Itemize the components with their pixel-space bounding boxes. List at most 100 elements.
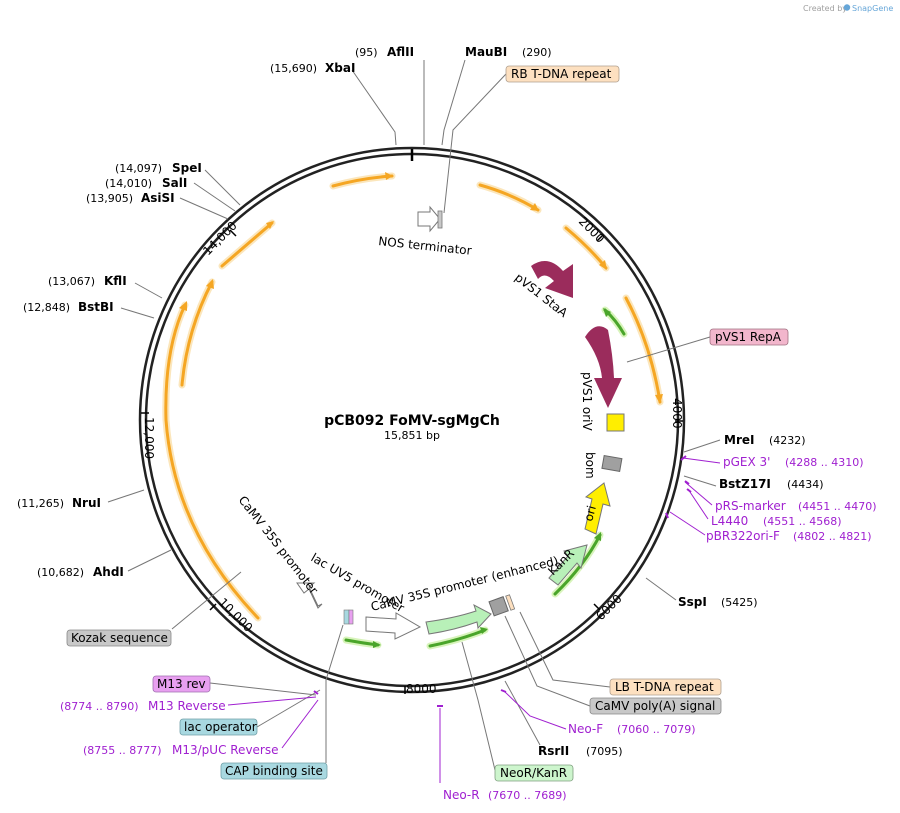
feature-box-bg <box>589 697 722 715</box>
primer-pos: (7670 .. 7689) <box>488 789 567 802</box>
leader-line <box>504 615 591 707</box>
lac-uv5-label: lac UV5 promoter <box>309 550 407 615</box>
camv35s-enhanced-arrow <box>425 603 492 635</box>
enzyme-pos: (290) <box>522 46 552 59</box>
enzyme-name: AflII <box>387 45 414 59</box>
orf-arrowhead-icon <box>385 172 393 180</box>
feature-box-neor-kanr: NeoR/KanR <box>494 764 574 782</box>
feature-box-bg <box>494 764 574 782</box>
leader-line <box>684 481 713 506</box>
tick-mark <box>593 603 601 611</box>
orf-arrowhead-icon <box>603 308 611 317</box>
primer-name: pRS-marker <box>715 499 786 513</box>
leader-line <box>645 577 677 601</box>
tick-label-8000: 8000 <box>406 682 437 696</box>
leader-line <box>256 689 321 728</box>
enzyme-name: BstZ17I <box>719 477 771 491</box>
feature-box-text: Kozak sequence <box>71 631 168 645</box>
snapgene-credit: Created by SnapGene <box>803 4 893 13</box>
enzyme-pos: (14,010) <box>105 177 152 190</box>
primer-name: M13/pUC Reverse <box>172 743 279 757</box>
feature-leaders <box>171 73 711 771</box>
tick-marks <box>141 229 683 694</box>
pvs1-oriv-block <box>606 413 625 432</box>
leader-line <box>683 475 717 487</box>
feature-box-text: lac operator <box>184 720 257 734</box>
enzyme-pos: (14,097) <box>115 162 162 175</box>
enzyme-name: SalI <box>162 176 187 190</box>
orf-arrowhead-icon <box>179 301 187 311</box>
orf-arc <box>162 301 262 622</box>
feature-box-bg <box>179 718 258 736</box>
leader-line <box>120 307 155 319</box>
enzyme-name: AhdI <box>93 565 124 579</box>
m13-rev-block <box>348 609 354 625</box>
feature-box-bg <box>220 762 328 780</box>
feature-box-cap-binding: CAP binding site <box>220 762 328 780</box>
enzyme-pos: (15,690) <box>270 62 317 75</box>
leader-line <box>687 488 709 520</box>
leader-line <box>107 489 145 503</box>
tick-label-12000: 12,000 <box>142 417 156 459</box>
feature-box-text: CaMV poly(A) signal <box>595 699 715 713</box>
feature-box-text: LB T-DNA repeat <box>615 680 714 694</box>
leader-line <box>193 182 236 212</box>
leader-line <box>461 641 496 771</box>
orf-arcs <box>162 172 664 622</box>
orf-arc <box>180 280 214 387</box>
primer-pos: (7060 .. 7079) <box>617 723 696 736</box>
enzyme-pos: (13,067) <box>48 275 95 288</box>
enzyme-labels: (95) AflII MauBI (290) (15,690) XbaI (14… <box>17 45 824 758</box>
enzyme-name: AsiSI <box>141 191 175 205</box>
orf-arc <box>220 221 274 268</box>
camv35s-arrow-icon <box>296 582 323 609</box>
feature-box-camv-polya: CaMV poly(A) signal <box>589 697 722 715</box>
primer-marker <box>684 480 690 485</box>
leader-line <box>626 336 711 363</box>
enzyme-pos: (95) <box>355 46 378 59</box>
feature-box-rb-tdna: RB T-DNA repeat <box>505 65 620 83</box>
enzyme-name: SpeI <box>172 161 202 175</box>
orf-arc <box>164 303 260 620</box>
leader-line <box>127 549 172 572</box>
primer-name: pGEX 3' <box>723 455 770 469</box>
primer-marker <box>313 690 319 695</box>
enzyme-name: RsrII <box>538 744 569 758</box>
leader-line <box>171 571 242 630</box>
plasmid-length: 15,851 bp <box>384 429 440 442</box>
orf-arrowhead-icon <box>480 627 488 634</box>
feature-box-bg <box>505 65 620 83</box>
enzyme-pos: (12,848) <box>23 301 70 314</box>
bom-block <box>601 454 623 473</box>
leader-line <box>441 59 466 146</box>
orf-arrowhead-icon <box>594 532 601 541</box>
ori-arrow <box>584 482 611 535</box>
orf-arrowhead-icon <box>373 641 381 648</box>
orf-arc <box>428 628 487 648</box>
primer-leaders <box>227 455 721 783</box>
plasmid-name: pCB092 FoMV-sgMgCh <box>324 413 500 429</box>
feature-box-text: M13 rev <box>157 677 206 691</box>
tick-label-4000: 4000 <box>670 398 684 429</box>
tick-mark <box>229 229 237 237</box>
enzyme-pos: (4434) <box>787 478 824 491</box>
leader-line <box>204 169 241 206</box>
pvs1-staa-arrow <box>531 261 573 298</box>
snapgene-logo-icon <box>843 4 851 11</box>
enzyme-name: KflI <box>104 274 127 288</box>
enzyme-name: SspI <box>678 595 707 609</box>
primer-marker <box>680 455 687 461</box>
enzyme-name: XbaI <box>325 61 355 75</box>
feature-box-text: RB T-DNA repeat <box>511 67 612 81</box>
enzyme-name: MauBI <box>465 45 507 59</box>
leader-line <box>504 680 541 746</box>
leader-line <box>443 73 507 214</box>
enzyme-leaders <box>107 59 721 746</box>
orf-arc <box>624 296 662 404</box>
enzyme-name: MreI <box>724 433 754 447</box>
tick-mark <box>209 603 217 611</box>
credit-prefix: Created by <box>803 4 847 13</box>
leader-line <box>209 682 317 696</box>
cap-site-block <box>343 609 350 625</box>
